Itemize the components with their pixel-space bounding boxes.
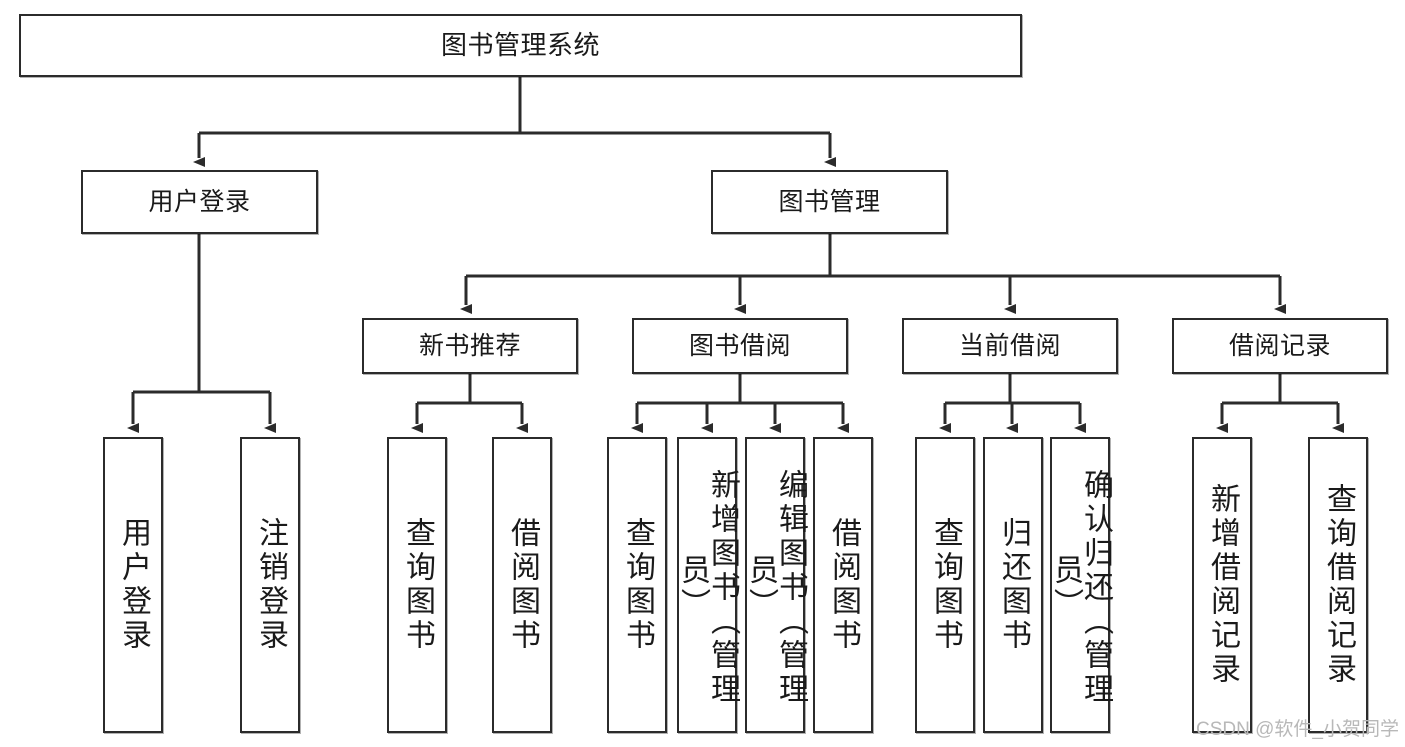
- node-label: 借阅图书: [827, 517, 860, 653]
- node-label: 查询图书: [401, 517, 434, 653]
- node-book-management[interactable]: 图书管理: [711, 170, 948, 234]
- node-root-book-management-system[interactable]: 图书管理系统: [19, 14, 1022, 77]
- leaf-recommend-query-book[interactable]: 查询图书: [387, 437, 447, 733]
- leaf-user-login-logout[interactable]: 注销登录: [240, 437, 300, 733]
- node-label: 查询图书: [929, 517, 962, 653]
- node-label: 确认归还（管理员）: [1049, 469, 1112, 707]
- leaf-borrow-query-book[interactable]: 查询图书: [607, 437, 667, 733]
- node-label: 图书管理系统: [440, 29, 600, 60]
- node-label: 借阅记录: [1228, 331, 1331, 360]
- node-user-login[interactable]: 用户登录: [81, 170, 318, 234]
- node-label: 用户登录: [117, 517, 150, 653]
- leaf-borrow-borrow-book[interactable]: 借阅图书: [813, 437, 873, 733]
- csdn-watermark: CSDN @软件_小贺同学: [1196, 719, 1399, 740]
- leaf-recommend-borrow-book[interactable]: 借阅图书: [492, 437, 552, 733]
- node-borrow-record[interactable]: 借阅记录: [1172, 318, 1388, 374]
- node-label: 查询借阅记录: [1322, 483, 1355, 687]
- node-label: 查询图书: [621, 517, 654, 653]
- node-book-borrow[interactable]: 图书借阅: [632, 318, 848, 374]
- node-label: 归还图书: [997, 517, 1030, 653]
- node-label: 用户登录: [148, 187, 251, 216]
- leaf-current-confirm-return-admin[interactable]: 确认归还（管理员）: [1049, 437, 1112, 733]
- node-label: 借阅图书: [506, 517, 539, 653]
- node-label: 编辑图书（管理员）: [744, 469, 807, 707]
- leaf-record-add-record[interactable]: 新增借阅记录: [1192, 437, 1252, 733]
- node-new-book-recommend[interactable]: 新书推荐: [362, 318, 578, 374]
- node-current-borrow[interactable]: 当前借阅: [902, 318, 1118, 374]
- node-label: 图书管理: [778, 187, 881, 216]
- leaf-borrow-add-book-admin[interactable]: 新增图书（管理员）: [676, 437, 739, 733]
- node-label: 新书推荐: [418, 331, 521, 360]
- leaf-current-query-book[interactable]: 查询图书: [915, 437, 975, 733]
- leaf-user-login-login[interactable]: 用户登录: [103, 437, 163, 733]
- node-label: 新增图书（管理员）: [676, 469, 739, 707]
- node-label: 图书借阅: [688, 331, 791, 360]
- node-label: 新增借阅记录: [1206, 483, 1239, 687]
- node-label: 当前借阅: [958, 331, 1061, 360]
- leaf-current-return-book[interactable]: 归还图书: [983, 437, 1043, 733]
- leaf-record-query-record[interactable]: 查询借阅记录: [1308, 437, 1368, 733]
- node-label: 注销登录: [254, 517, 287, 653]
- leaf-borrow-edit-book-admin[interactable]: 编辑图书（管理员）: [744, 437, 807, 733]
